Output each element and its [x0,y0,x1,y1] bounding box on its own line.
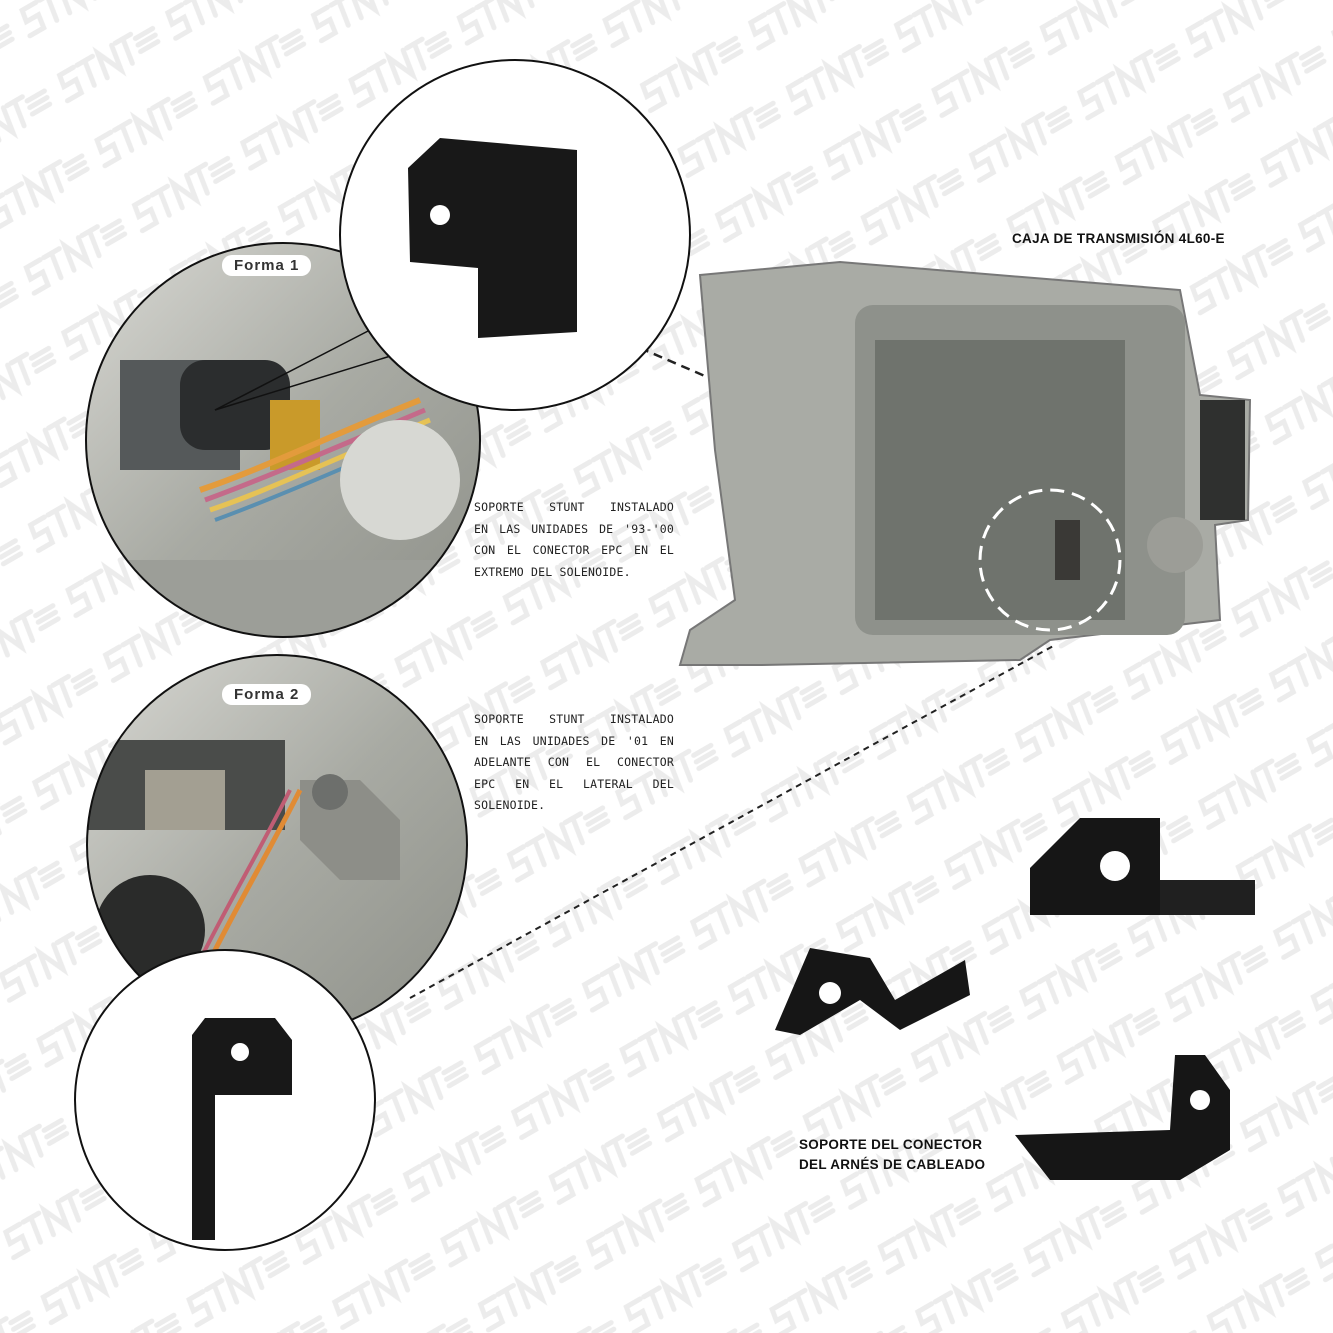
bracket-label-line: SOPORTE DEL CONECTOR [799,1137,983,1152]
pointer-line [214,349,411,411]
desc2-line: ADELANTE CON EL CONECTOR [474,755,674,769]
bracket-view-2 [775,948,970,1035]
desc2-line: SOPORTE STUNT INSTALADO [474,712,674,726]
desc2-line: EPC EN EL LATERAL DEL [474,776,674,791]
forma2-description: SOPORTE STUNT INSTALADO EN LAS UNIDADES … [474,709,674,817]
transmission-title: CAJA DE TRANSMISIÓN 4L60-E [1012,231,1225,246]
desc2-line: SOLENOIDE. [474,798,546,812]
forma2-label: Forma 2 [222,684,312,705]
forma1-label: Forma 1 [222,255,312,276]
desc1-line: EXTREMO DEL SOLENOIDE. [474,564,631,579]
bracket-label: SOPORTE DEL CONECTOR DEL ARNÉS DE CABLEA… [799,1135,985,1175]
bracket-view-3 [1015,1055,1230,1180]
forma2-bracket-inset [74,949,376,1251]
bracket-icon [408,138,577,338]
desc2-line: EN LAS UNIDADES DE '01 EN [474,733,674,748]
pointer-line [214,329,371,411]
leader-line-forma2 [409,644,1056,999]
forma1-bracket-inset [339,59,691,411]
bracket-view-1 [1030,818,1255,915]
desc1-line: EN LAS UNIDADES DE '93-'00 [474,521,674,536]
desc1-line: SOPORTE STUNT INSTALADO [474,500,674,514]
bracket-label-line: DEL ARNÉS DE CABLEADO [799,1157,986,1172]
forma1-description: SOPORTE STUNT INSTALADO EN LAS UNIDADES … [474,497,674,583]
desc1-line: CON EL CONECTOR EPC EN EL [474,543,674,557]
transmission-4l60e [678,260,1252,666]
